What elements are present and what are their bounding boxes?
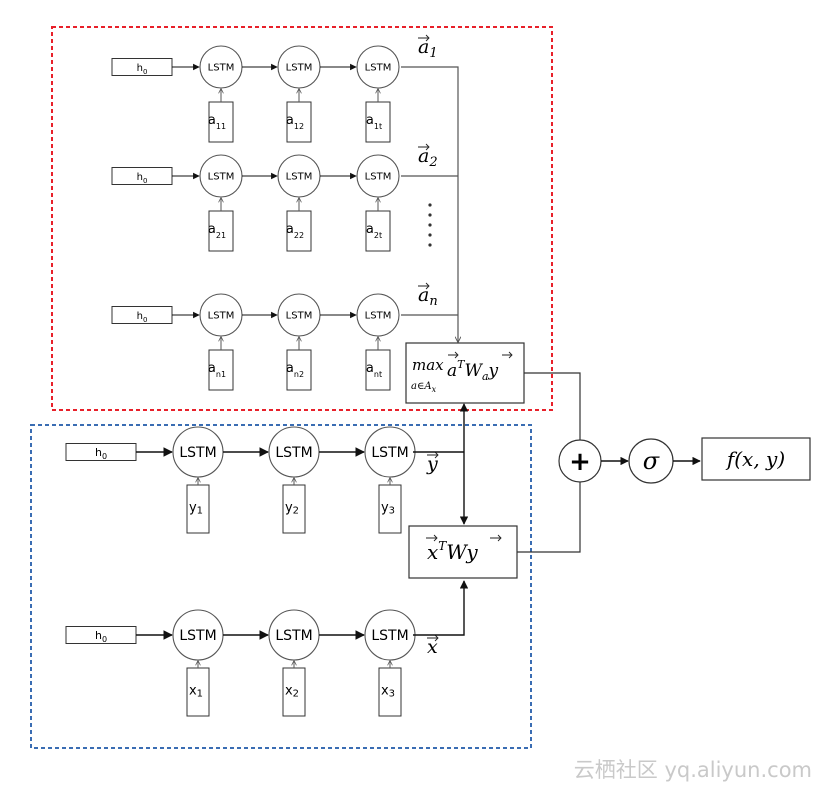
input-label: x2 [285,683,299,699]
output-vector-label: y [426,453,438,475]
lstm-label: LSTM [208,63,235,74]
lstm-label: LSTM [208,311,235,322]
vector-arrow [427,634,439,642]
input-box [286,210,312,252]
input-box [365,101,391,143]
lstm-label: LSTM [371,445,408,461]
lstm-label: LSTM [365,311,392,322]
lstm-label: LSTM [365,172,392,183]
answer-row-2: h0 LSTM a21 LSTM a22 LSTM a2t a2 [111,143,438,252]
lstm-cell [356,293,400,337]
lstm-label: LSTM [275,445,312,461]
lstm-cell [356,45,400,89]
input-label: a1t [366,113,382,131]
question-row-2: h0 LSTM x1 LSTM x2 LSTM x3 x [65,609,439,717]
answer-row-3: h0 LSTM an1 LSTM an2 LSTM ant an [111,282,438,391]
vector-arrow [418,34,430,42]
max-attention-box [405,342,525,404]
h0-label: h0 [137,63,148,76]
input-box [286,101,312,143]
input-box [365,349,391,391]
lstm-label: LSTM [371,628,408,644]
question-row-1: h0 LSTM y1 LSTM y2 LSTM y3 y [65,426,439,534]
input-label: x3 [381,683,395,699]
vector-arrow [418,143,430,151]
input-box [365,210,391,252]
input-label: a22 [286,222,304,240]
lstm-label: LSTM [365,63,392,74]
input-label: y1 [189,500,203,516]
h0-label: h0 [95,629,107,644]
vector-arrow [427,451,439,459]
lstm-label: LSTM [286,63,313,74]
sigma-symbol: σ [643,447,660,475]
xwy-score-box [408,525,518,579]
xwy-vector-arrows [426,534,502,542]
lstm-cell [356,154,400,198]
output-box [701,437,811,481]
lstm-label: LSTM [286,172,313,183]
h0-label: h0 [137,311,148,324]
question-encoder-group-border [30,424,532,749]
output-vector-label: x [427,636,438,658]
output-vector-label: an [418,284,438,309]
input-label: ant [366,361,382,379]
output-vector-label: a1 [418,36,438,61]
input-label: a2t [366,222,382,240]
max-expression: aTWay [447,358,499,383]
input-box [208,349,234,391]
input-label: a12 [286,113,304,131]
vector-arrow [418,282,430,290]
h0-label: h0 [95,446,107,461]
lstm-label: LSTM [275,628,312,644]
watermark: 云栖社区 yq.aliyun.com [574,758,812,782]
input-label: y3 [381,500,395,516]
lstm-label: LSTM [179,445,216,461]
connector-max-to-plus [524,372,581,440]
connector-a1-to-max [401,66,458,342]
h0-label: h0 [137,172,148,185]
input-label: a21 [208,222,226,240]
output-label: f(x, y) [725,447,785,471]
xwy-expression: xTWy [427,539,478,564]
max-subscript: a∈Ax [411,381,437,394]
max-label: max [412,356,444,374]
connector-x-to-xwy [413,580,469,636]
input-label: an1 [208,361,226,379]
vertical-ellipsis [428,203,432,247]
max-vector-arrows [448,351,513,359]
input-label: a11 [208,113,226,131]
answer-row-1: h0 LSTM a11 LSTM a12 LSTM a1t a1 [111,34,438,143]
input-label: x1 [189,683,203,699]
plus-symbol: + [569,447,591,477]
lstm-label: LSTM [179,628,216,644]
input-label: y2 [285,500,299,516]
input-box [208,210,234,252]
lstm-label: LSTM [208,172,235,183]
input-label: an2 [286,361,304,379]
lstm-label: LSTM [286,311,313,322]
output-vector-label: a2 [418,145,438,170]
connector-xwy-to-plus [517,482,581,553]
